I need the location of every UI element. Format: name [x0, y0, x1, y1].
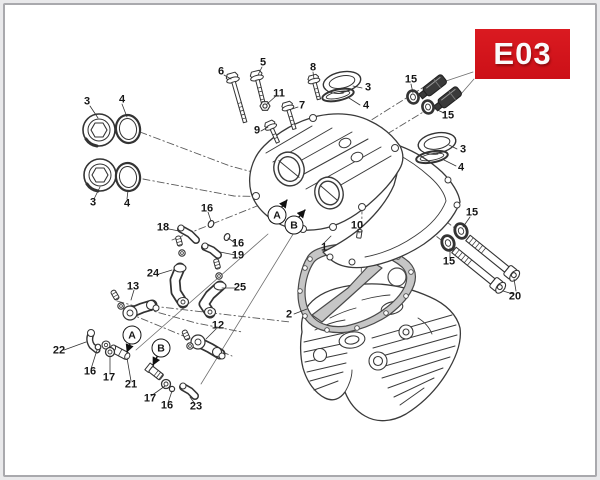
valve-adjuster-part — [110, 235, 223, 350]
callout-leader-lines — [63, 66, 517, 405]
seal-ring-part — [406, 89, 469, 252]
pivot-shaft-part — [101, 340, 164, 381]
rocker-arm-part — [122, 262, 227, 360]
spark-plug-tube-part — [418, 74, 462, 112]
correspondence-lines — [135, 71, 475, 385]
flange-bolt-part — [225, 69, 322, 144]
o-ring-part — [114, 113, 142, 193]
cam-follower-part — [86, 224, 222, 400]
valve-cap-part — [322, 70, 457, 155]
page-frame — [3, 3, 597, 477]
page-code-badge: E03 — [475, 29, 570, 79]
cylinder-head-cover-part — [249, 113, 461, 269]
cover-opening — [273, 137, 364, 210]
dowel-pin-part — [356, 228, 363, 239]
long-bolt-part — [451, 234, 521, 294]
valve-cap-part — [82, 113, 117, 193]
washer-part — [104, 346, 172, 390]
cylinder-head-part — [299, 283, 462, 422]
o-ring-part — [321, 87, 449, 165]
